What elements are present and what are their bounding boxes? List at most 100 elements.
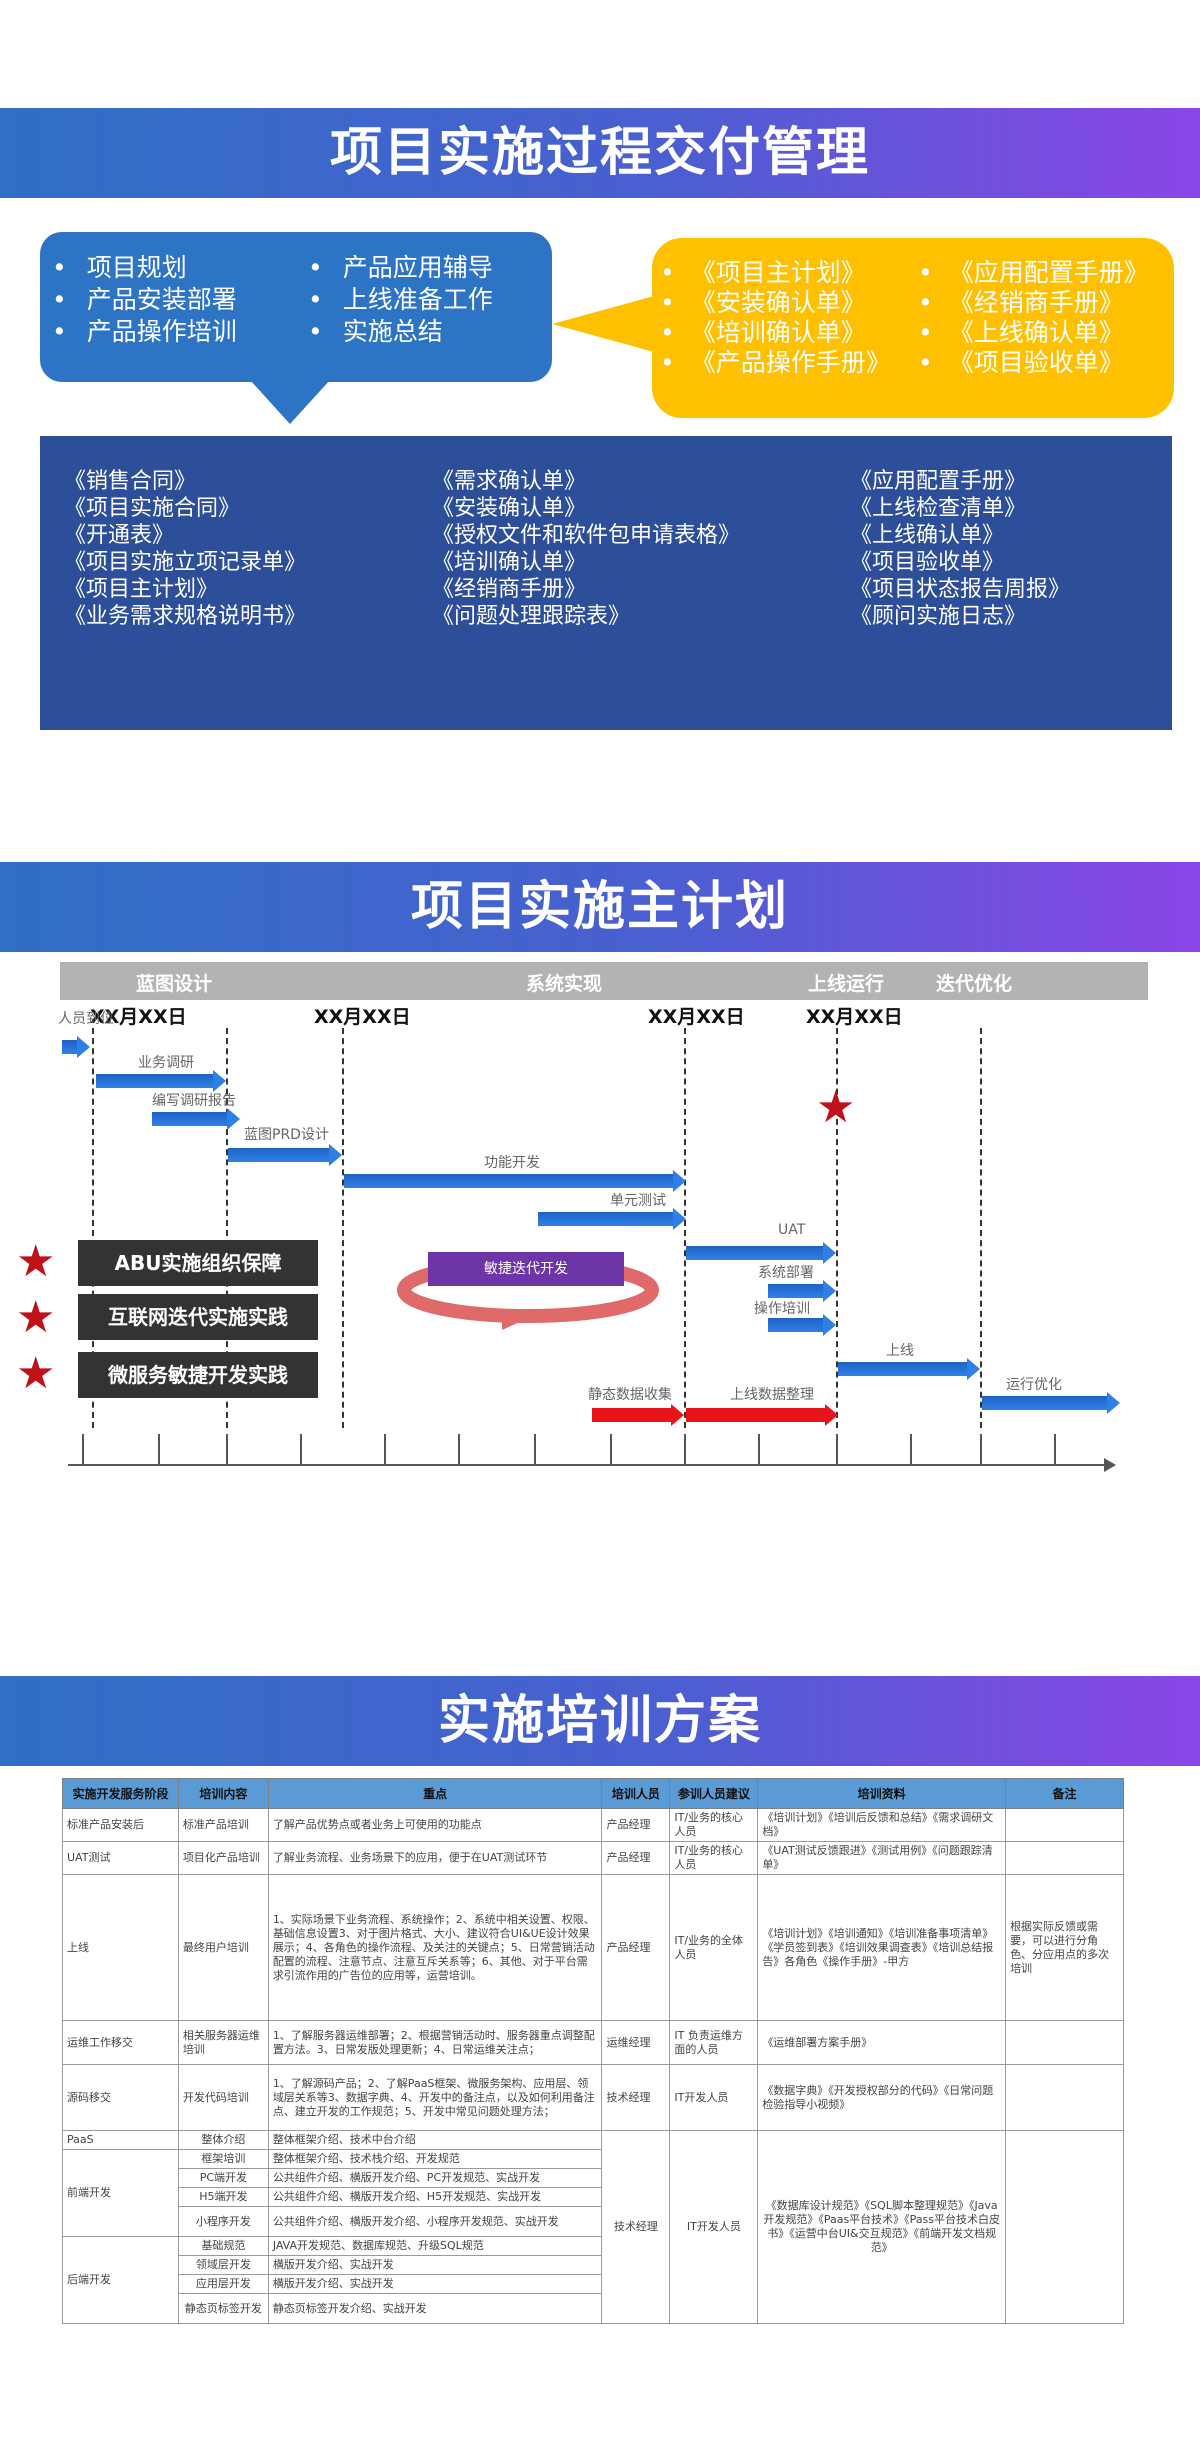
agile-dev-box: 敏捷迭代开发 — [428, 1252, 624, 1286]
table-cell: 相关服务器运维培训 — [177, 2020, 269, 2065]
table-cell: 运维经理 — [601, 2020, 671, 2065]
task-arrow-report — [152, 1108, 240, 1130]
table-cell: 基础规范 — [177, 2236, 269, 2256]
deliverable-item: 《上线确认单》 — [918, 318, 1149, 348]
table-cell: 整体介绍 — [177, 2130, 269, 2150]
activities-right-list: 产品应用辅导 上线准备工作 实施总结 — [308, 252, 493, 348]
table-row: 后端开发 基础规范 JAVA开发规范、数据库规范、升级SQL规范 — [62, 2236, 1124, 2324]
table-cell: 应用层开发 — [177, 2274, 269, 2294]
table-header-row: 实施开发服务阶段 培训内容 重点 培训人员 参训人员建议 培训资料 备注 — [62, 1778, 1124, 1809]
milestone-star-icon: ★ — [816, 1082, 856, 1133]
table-cell — [1005, 1808, 1124, 1842]
timeline-tick — [910, 1434, 912, 1466]
document-item: 《经销商手册》 — [432, 577, 587, 602]
table-cell: IT/业务的全体人员 — [669, 1874, 759, 2021]
task-arrow-golive — [838, 1358, 980, 1380]
document-item: 《授权文件和软件包申请表格》 — [432, 523, 741, 548]
documents-column-2: 《需求确认单》 《安装确认单》 《授权文件和软件包申请表格》 《培训确认单》 《… — [432, 468, 740, 630]
phase-label: 迭代优化 — [936, 973, 1013, 995]
timeline-tick — [684, 1434, 686, 1466]
table-cell: 1、了解服务器运维部署；2、根据营销活动时、服务器重点调整配置方法。3、日常发版… — [267, 2020, 603, 2065]
task-label: 蓝图PRD设计 — [244, 1127, 329, 1143]
activity-item: 产品操作培训 — [52, 316, 237, 348]
task-label: 功能开发 — [484, 1155, 540, 1171]
activity-item: 实施总结 — [308, 316, 493, 348]
document-item: 《问题处理跟踪表》 — [432, 604, 631, 629]
document-item: 《顾问实施日志》 — [850, 604, 1027, 629]
table-cell: 《UAT测试反馈跟进》《测试用例》《问题跟踪清单》 — [757, 1841, 1007, 1875]
table-cell: 《运维部署方案手册》 — [757, 2020, 1007, 2065]
milestone-date: XX月XX日 — [90, 1006, 187, 1028]
timeline-axis — [68, 1464, 1108, 1466]
table-cell: IT/业务的核心人员 — [669, 1841, 759, 1875]
table-header: 实施开发服务阶段 — [62, 1778, 179, 1809]
document-item: 《项目主计划》 — [64, 577, 219, 602]
timeline-arrow-icon — [1104, 1458, 1116, 1472]
document-item: 《项目实施合同》 — [64, 496, 241, 521]
task-label: 系统部署 — [758, 1265, 814, 1281]
table-row: 上线 最终用户培训 1、实际场景下业务流程、系统操作；2、系统中相关设置、权限、… — [62, 1874, 1124, 2021]
table-cell: 产品经理 — [601, 1841, 671, 1875]
table-cell: IT 负责运维方面的人员 — [669, 2020, 759, 2065]
milestone-date: XX月XX日 — [648, 1006, 745, 1028]
section1-banner: 项目实施过程交付管理 — [0, 108, 1200, 198]
table-cell: 技术经理 — [601, 2064, 671, 2131]
table-cell: 后端开发 — [62, 2236, 179, 2324]
activity-item: 上线准备工作 — [308, 284, 493, 316]
deliverable-item: 《经销商手册》 — [918, 288, 1149, 318]
section3-banner: 实施培训方案 — [0, 1676, 1200, 1766]
table-cell: IT/业务的核心人员 — [669, 1808, 759, 1842]
task-arrow-live-data — [686, 1404, 838, 1426]
table-cell: 整体框架介绍、技术栈介绍、开发规范 — [267, 2149, 603, 2169]
task-arrow-uat — [686, 1242, 836, 1264]
phase-label: 蓝图设计 — [136, 973, 213, 995]
table-cell — [1005, 2064, 1124, 2131]
milestone-date: XX月XX日 — [806, 1006, 903, 1028]
table-cell: 《数据字典》《开发授权部分的代码》《日常问题检验指导小视频》 — [757, 2064, 1007, 2131]
task-label: 静态数据收集 — [588, 1387, 672, 1403]
table-cell: 领域层开发 — [177, 2255, 269, 2275]
table-cell: JAVA开发规范、数据库规范、升级SQL规范 — [267, 2236, 603, 2256]
table-cell: 前端开发 — [62, 2149, 179, 2237]
task-label: 运行优化 — [1006, 1377, 1062, 1393]
callout-star-icon: ★ — [16, 1292, 56, 1343]
table-header: 培训资料 — [757, 1778, 1007, 1809]
phase-bar: 蓝图设计 系统实现 上线运行 迭代优化 — [60, 962, 1148, 1000]
table-header: 培训内容 — [177, 1778, 269, 1809]
document-item: 《培训确认单》 — [432, 550, 587, 575]
document-item: 《开通表》 — [64, 523, 175, 548]
table-cell: H5端开发 — [177, 2187, 269, 2207]
table-cell: 根据实际反馈或需要，可以进行分角色、分应用点的多次培训 — [1005, 1874, 1124, 2021]
table-cell: 开发代码培训 — [177, 2064, 269, 2131]
table-cell: 公共组件介绍、横版开发介绍、H5开发规范、实战开发 — [267, 2187, 603, 2207]
document-item: 《应用配置手册》 — [850, 469, 1027, 494]
callout-microservice: 微服务敏捷开发实践 — [78, 1352, 318, 1398]
table-header: 培训人员 — [601, 1778, 671, 1809]
milestone-line — [836, 1028, 838, 1428]
training-table: 实施开发服务阶段 培训内容 重点 培训人员 参训人员建议 培训资料 备注 标准产… — [62, 1778, 1124, 2324]
task-label: 上线数据整理 — [730, 1387, 814, 1403]
activities-bubble: 项目规划 产品安装部署 产品操作培训 产品应用辅导 上线准备工作 实施总结 — [40, 232, 552, 382]
table-cell: 1、实际场景下业务流程、系统操作；2、系统中相关设置、权限、基础信息设置3、对于… — [267, 1874, 603, 2021]
table-cell: PC端开发 — [177, 2168, 269, 2188]
phase-label: 上线运行 — [808, 973, 885, 995]
milestone-line — [92, 1028, 94, 1428]
table-cell: 公共组件介绍、横版开发介绍、小程序开发规范、实战开发 — [267, 2206, 603, 2237]
deliverable-item: 《产品操作手册》 — [660, 348, 891, 378]
timeline-tick — [384, 1434, 386, 1466]
timeline-tick — [82, 1434, 84, 1466]
task-arrow-ops — [982, 1392, 1120, 1414]
table-cell: 运维工作移交 — [62, 2020, 179, 2065]
table-row: 源码移交 开发代码培训 1、了解源码产品；2、了解PaaS框架、微服务架构、应用… — [62, 2064, 1124, 2131]
task-arrow-train — [768, 1314, 836, 1336]
table-row: 静态页标签开发 静态页标签开发介绍、实战开发 — [63, 2293, 1124, 2324]
table-cell: 标准产品安装后 — [62, 1808, 179, 1842]
table-header: 重点 — [267, 1778, 603, 1809]
table-cell: 1、了解源码产品；2、了解PaaS框架、微服务架构、应用层、领域层关系等3、数据… — [267, 2064, 603, 2131]
table-row: UAT测试 项目化产品培训 了解业务流程、业务场景下的应用，便于在UAT测试环节… — [62, 1841, 1124, 1875]
activity-item: 产品应用辅导 — [308, 252, 493, 284]
table-row: 标准产品安装后 标准产品培训 了解产品优势点或者业务上可使用的功能点 产品经理 … — [62, 1808, 1124, 1842]
table-cell: 了解业务流程、业务场景下的应用，便于在UAT测试环节 — [267, 1841, 603, 1875]
activities-left-list: 项目规划 产品安装部署 产品操作培训 — [52, 252, 237, 348]
table-row: 应用层开发 横版开发介绍、实战开发 — [63, 2274, 1124, 2294]
